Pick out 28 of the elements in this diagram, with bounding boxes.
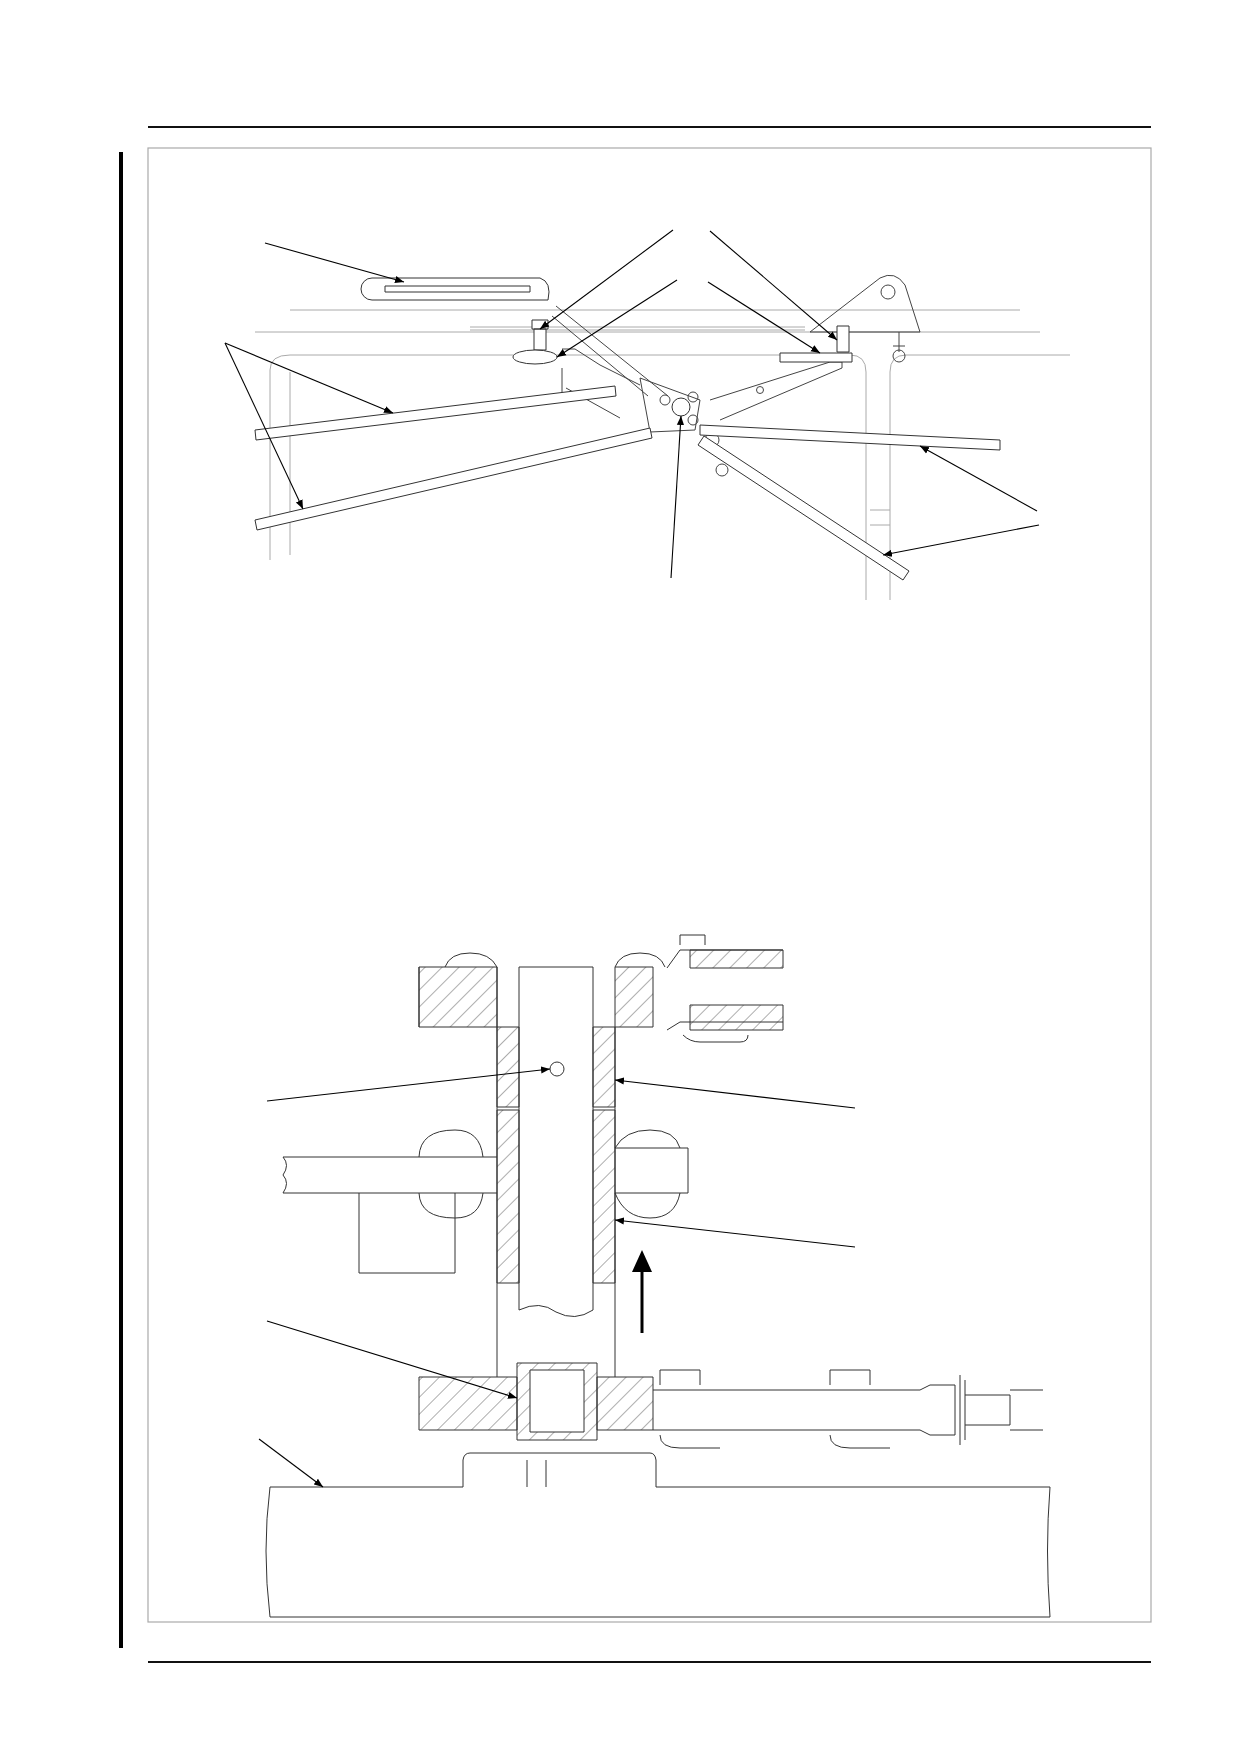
leader-line [266,1066,551,1102]
leader-line [919,445,1038,512]
leader-line [224,342,304,510]
pivot-bolt [671,397,691,417]
leader-line [556,279,678,358]
structure-tube [265,1486,1051,1618]
leader-line [670,415,685,579]
control-handle [360,277,550,301]
leader-line [258,1438,324,1488]
sleeve-wall [592,1026,616,1108]
nut-plate [779,352,853,363]
leader-line [882,524,1040,557]
pushrod [699,424,1001,451]
cross-hole [549,1061,565,1077]
leader-line [709,230,838,341]
leader-line [264,242,405,284]
leader-line [614,1077,856,1109]
leader-line [224,342,394,414]
sleeve-wall [592,1109,616,1284]
pushrod [254,385,617,441]
nut-plate [512,349,558,365]
leader-line [614,1217,856,1248]
bolt [531,319,549,351]
bolt [836,325,850,353]
bushing [516,1362,598,1441]
leader-line [707,281,821,354]
leader-line [539,229,674,330]
leader-line [266,1320,518,1399]
